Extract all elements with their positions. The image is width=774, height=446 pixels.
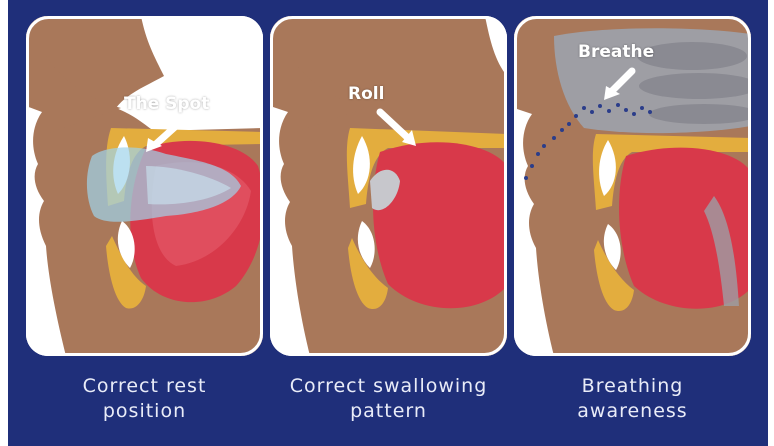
mouth-illustration-breathe <box>514 16 751 356</box>
mouth-illustration-rest <box>26 16 263 356</box>
caption-line: position <box>26 399 263 424</box>
caption-correct-swallowing-pattern: Correct swallowing pattern <box>270 374 507 424</box>
diagram-frame: The Spot Correct rest position Roll <box>8 0 768 446</box>
panel-breathing-awareness: Breathe <box>514 16 751 356</box>
caption-line: Correct rest <box>26 374 263 399</box>
caption-line: Correct swallowing <box>270 374 507 399</box>
panel-correct-swallowing-pattern: Roll <box>270 16 507 356</box>
callout-the-spot: The Spot <box>124 94 209 114</box>
caption-line: Breathing <box>514 374 751 399</box>
caption-line: pattern <box>270 399 507 424</box>
callout-breathe: Breathe <box>578 42 654 62</box>
callout-roll: Roll <box>348 84 384 104</box>
mouth-illustration-swallow <box>270 16 507 356</box>
panel-correct-rest-position: The Spot <box>26 16 263 356</box>
caption-correct-rest-position: Correct rest position <box>26 374 263 424</box>
caption-breathing-awareness: Breathing awareness <box>514 374 751 424</box>
caption-line: awareness <box>514 399 751 424</box>
